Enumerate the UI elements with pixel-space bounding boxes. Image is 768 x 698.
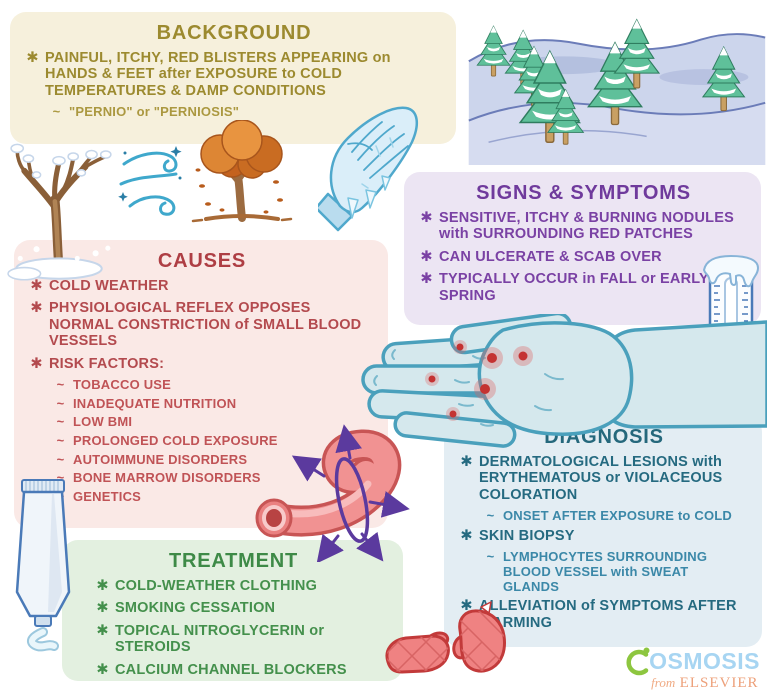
- section-signs-symptoms: SIGNS & SYMPTOMS ✱ SENSITIVE, ITCHY & BU…: [404, 172, 761, 325]
- bullet-item: ~ BONE MARROW DISORDERS: [54, 471, 374, 486]
- bullet-item: ✱ CAN ULCERATE & SCAB OVER: [420, 249, 747, 265]
- bullet-item: ✱ CALCIUM CHANNEL BLOCKERS: [96, 662, 389, 678]
- osmosis-logo: OSMOSIS from ELSEVIER: [625, 646, 760, 692]
- frozen-hands-illustration: [318, 106, 419, 232]
- bullet-marker: ✱: [96, 600, 109, 617]
- bullet-marker: ✱: [30, 278, 43, 294]
- bullet-text: DERMATOLOGICAL LESIONS with ERYTHEMATOUS…: [479, 454, 723, 503]
- bullet-marker: ✱: [96, 622, 109, 639]
- section-title: CAUSES: [157, 250, 247, 272]
- bullet-marker: ~: [56, 414, 65, 430]
- bullet-text: BONE MARROW DISORDERS: [73, 470, 261, 486]
- bullet-item: ✱ SKIN BIOPSY: [460, 528, 748, 544]
- bullet-text: SENSITIVE, ITCHY & BURNING NODULES with …: [439, 210, 734, 243]
- section-diagnosis: DIAGNOSIS ✱ DERMATOLOGICAL LESIONS with …: [444, 416, 762, 647]
- bullet-item: ~ "PERNIO" or "PERNIOSIS": [50, 104, 442, 120]
- bullet-item: ✱ RISK FACTORS:: [30, 356, 374, 372]
- section-title: TREATMENT: [168, 550, 299, 572]
- bullet-marker: ✱: [460, 598, 473, 615]
- bullet-item: ✱ COLD WEATHER: [30, 278, 374, 294]
- bullet-marker: ✱: [420, 210, 433, 226]
- bullet-marker: ✱: [460, 527, 473, 544]
- bullet-marker: ~: [486, 508, 495, 524]
- bullet-marker: ~: [56, 395, 65, 411]
- logo-brand-text: OSMOSIS: [649, 648, 760, 674]
- bullet-item: ✱ PAINFUL, ITCHY, RED BLISTERS APPEARING…: [26, 50, 442, 99]
- bullet-marker: ✱: [460, 454, 473, 470]
- bullet-item: ✱ COLD-WEATHER CLOTHING: [96, 578, 389, 594]
- bullet-text: LOW BMI: [73, 414, 133, 430]
- blood-vessel-illustration: [255, 424, 410, 562]
- bullet-marker: ~: [56, 451, 65, 467]
- bullet-marker: ~: [486, 549, 495, 565]
- bullet-text: PROLONGED COLD EXPOSURE: [73, 432, 278, 448]
- bullet-marker: ~: [56, 470, 65, 486]
- bullet-marker: ~: [52, 104, 61, 120]
- hand-with-blisters-illustration: [361, 314, 767, 448]
- logo-tagline: from ELSEVIER: [651, 675, 759, 691]
- bullet-item: ~ ONSET AFTER EXPOSURE to COLD: [484, 508, 748, 524]
- bullet-text: PHYSIOLOGICAL REFLEX OPPOSES NORMAL CONS…: [49, 300, 362, 350]
- bullet-marker: ✱: [26, 50, 39, 66]
- section-title: SIGNS & SYMPTOMS: [476, 182, 691, 204]
- bullet-item: ✱ PHYSIOLOGICAL REFLEX OPPOSES NORMAL CO…: [30, 300, 374, 349]
- bullet-text: INADEQUATE NUTRITION: [73, 395, 237, 411]
- bullet-item: ~ PROLONGED COLD EXPOSURE: [54, 432, 374, 449]
- bullet-text: "PERNIO" or "PERNIOSIS": [69, 104, 240, 120]
- bullet-text: COLD-WEATHER CLOTHING: [115, 578, 318, 594]
- bullet-text: RISK FACTORS:: [49, 355, 165, 372]
- bullet-text: ALLEVIATION of SYMPTOMS AFTER WARMING: [479, 598, 737, 631]
- bullet-item: ~ LOW BMI: [54, 415, 374, 430]
- bullet-marker: ✱: [30, 300, 43, 317]
- bullet-marker: ~: [56, 376, 65, 392]
- bullet-item: ~ TOBACCO USE: [54, 376, 374, 393]
- bullet-marker: ~: [56, 432, 65, 448]
- bullet-item: ✱ SMOKING CESSATION: [96, 600, 389, 616]
- section-treatment: TREATMENT ✱ COLD-WEATHER CLOTHING ✱ SMOK…: [62, 540, 403, 681]
- bullet-text: LYMPHOCYTES SURROUNDING BLOOD VESSEL wit…: [503, 549, 708, 594]
- bullet-item: ✱ TYPICALLY OCCUR in FALL or EARLY SPRIN…: [420, 271, 747, 304]
- bullet-item: ~ AUTOIMMUNE DISORDERS: [54, 451, 374, 468]
- bullet-marker: ✱: [420, 271, 433, 288]
- bullet-item: ✱ TOPICAL NITROGLYCERIN or STEROIDS: [96, 623, 389, 656]
- bullet-text: AUTOIMMUNE DISORDERS: [73, 451, 248, 467]
- wind-swirls-illustration: [118, 146, 182, 216]
- mittens-illustration: [385, 601, 506, 674]
- bullet-text: TOBACCO USE: [73, 376, 172, 392]
- bullet-marker: ✱: [96, 578, 109, 594]
- bullet-marker: ✱: [30, 355, 43, 372]
- bullet-item: ✱ DERMATOLOGICAL LESIONS with ERYTHEMATO…: [460, 454, 748, 503]
- bullet-text: ONSET AFTER EXPOSURE to COLD: [503, 508, 733, 524]
- bullet-item: ~ LYMPHOCYTES SURROUNDING BLOOD VESSEL w…: [484, 549, 748, 594]
- bullet-text: CAN ULCERATE & SCAB OVER: [439, 248, 662, 265]
- bullet-text: SMOKING CESSATION: [115, 600, 276, 617]
- bullet-text: TOPICAL NITROGLYCERIN or STEROIDS: [115, 622, 325, 656]
- bare-winter-tree-illustration: [7, 143, 112, 281]
- bullet-text: PAINFUL, ITCHY, RED BLISTERS APPEARING o…: [45, 50, 391, 99]
- bullet-text: SKIN BIOPSY: [479, 527, 575, 544]
- bullet-item: ~ INADEQUATE NUTRITION: [54, 395, 374, 412]
- bullet-text: GENETICS: [73, 489, 142, 504]
- autumn-tree-illustration: [191, 120, 293, 223]
- bullet-marker: ✱: [96, 661, 109, 678]
- bullet-text: TYPICALLY OCCUR in FALL or EARLY SPRING: [439, 271, 709, 304]
- bullet-text: COLD WEATHER: [49, 278, 169, 294]
- bullet-marker: ✱: [420, 248, 433, 265]
- bullet-text: CALCIUM CHANNEL BLOCKERS: [115, 661, 347, 678]
- ointment-tube-illustration: [15, 479, 71, 652]
- osmosis-logo-icon: [626, 647, 650, 676]
- section-title: BACKGROUND: [156, 22, 312, 44]
- section-causes: CAUSES ✱ COLD WEATHER ✱ PHYSIOLOGICAL RE…: [14, 240, 388, 528]
- winter-landscape-illustration: [468, 19, 766, 165]
- bullet-item: ✱ SENSITIVE, ITCHY & BURNING NODULES wit…: [420, 210, 747, 243]
